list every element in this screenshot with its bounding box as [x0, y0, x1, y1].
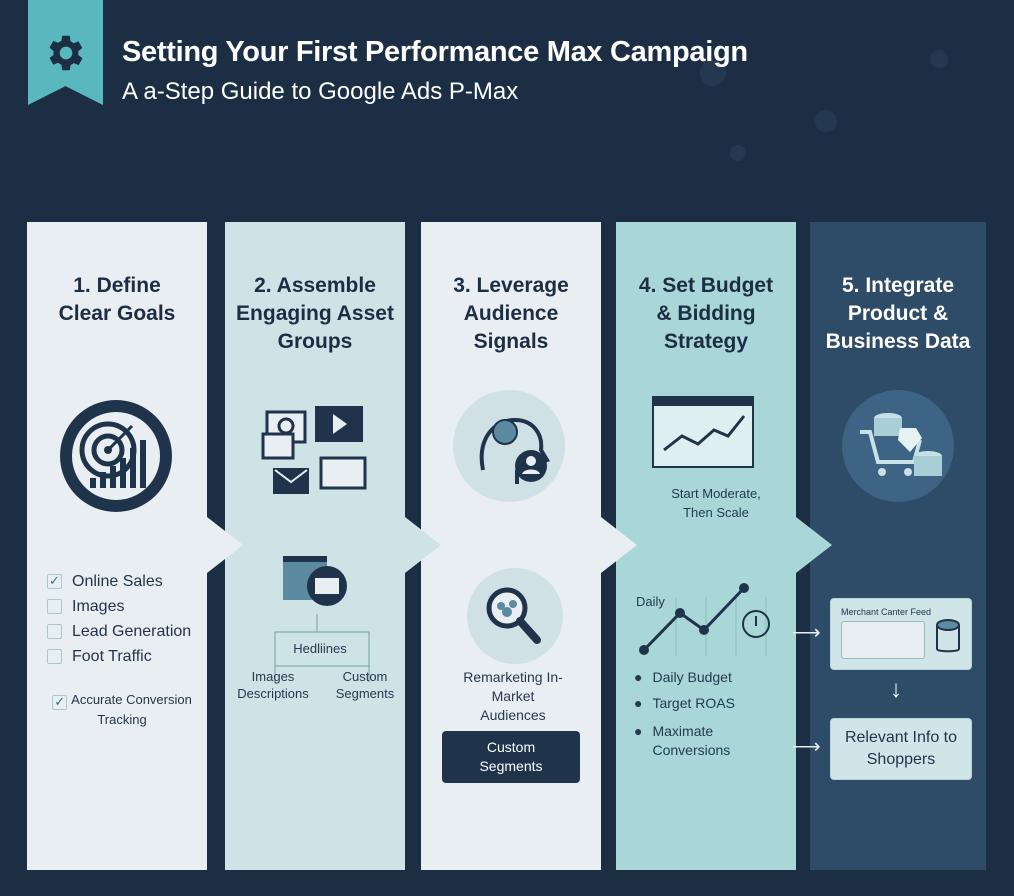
tree-root-label: Hedliines [293, 641, 347, 656]
checkbox[interactable] [47, 649, 62, 664]
checkbox-foot-traffic[interactable]: Foot Traffic [47, 644, 191, 669]
list-item: ●Daily Budget [634, 669, 732, 685]
goal-checklist: ✓Online Sales Images Lead Generation Foo… [47, 569, 191, 669]
chart-label: Daily [636, 594, 665, 609]
checkbox[interactable] [47, 599, 62, 614]
audience-head-icon [453, 390, 565, 502]
database-icon [936, 619, 960, 653]
arrow-to-feed: ⟶ [792, 622, 821, 644]
trend-chart-icon [652, 396, 754, 468]
checkbox[interactable] [47, 624, 62, 639]
arrow-to-result: ⟶ [792, 736, 821, 758]
feed-thumbnails [841, 621, 925, 659]
asset-tree-lines [274, 614, 370, 682]
email-asset-icon [283, 556, 347, 606]
search-audience-icon [467, 568, 563, 664]
checkbox-lead-generation[interactable]: Lead Generation [47, 619, 191, 644]
step-title: 4. Set Budget & Bidding Strategy [638, 274, 774, 353]
page-title: Setting Your First Performance Max Campa… [122, 36, 748, 68]
list-item: ●Maximate Conversions [634, 723, 731, 758]
relevant-info-card: Relevant Info to Shoppers [830, 718, 972, 780]
budget-line-chart [639, 583, 770, 656]
step-title: 3. Leverage Audience Signals [453, 274, 569, 353]
header-ribbon [28, 0, 103, 105]
timer-icon [742, 610, 770, 638]
down-arrow-icon: ↓ [890, 676, 902, 703]
result-text: Relevant Info to Shoppers [844, 729, 958, 768]
checkbox[interactable]: ✓ [52, 695, 68, 710]
step-title: 5. Integrate Product & Business Data [825, 274, 971, 353]
step-3-panel: 3. Leverage Audience Signals Remarketing… [421, 222, 637, 870]
audience-types: Remarketing In-Market Audiences [463, 669, 563, 723]
custom-segments-button[interactable]: Custom Segments [442, 731, 580, 783]
step-1-panel: 1. Define Clear Goals ✓Online Sales Imag… [27, 222, 243, 870]
cart-database-icon [842, 390, 954, 502]
step-title: 1. Define Clear Goals [58, 274, 176, 325]
strategy-note: Start Moderate, Then Scale [671, 486, 761, 520]
page-subtitle: A a-Step Guide to Google Ads P-Max [122, 78, 519, 105]
list-item: ●Target ROAS [634, 695, 735, 711]
checkbox-conversion-tracking[interactable]: ✓Accurate Conversion Tracking [47, 690, 197, 729]
media-assets-icon [261, 406, 367, 494]
bidding-list: ●Daily Budget ●Target ROAS ●Maximate Con… [634, 668, 784, 760]
step-5-panel: 5. Integrate Product & Business Data Mer… [810, 222, 986, 870]
merchant-feed-card: Merchant Canter Feed [830, 598, 972, 670]
tree-left-label: Images Descriptions [237, 669, 309, 701]
step-2-panel: 2. Assemble Engaging Asset Groups Hedlii… [225, 222, 441, 870]
checkbox[interactable]: ✓ [47, 574, 62, 589]
target-growth-icon [60, 400, 172, 512]
step-4-panel: 4. Set Budget & Bidding Strategy Start M… [616, 222, 832, 870]
tree-right-label: Custom Segments [335, 669, 395, 701]
gear-icon [49, 35, 83, 71]
step-title: 2. Assemble Engaging Asset Groups [236, 274, 394, 353]
feed-label: Merchant Canter Feed [841, 607, 932, 617]
checkbox-images[interactable]: Images [47, 594, 191, 619]
checkbox-online-sales[interactable]: ✓Online Sales [47, 569, 191, 594]
